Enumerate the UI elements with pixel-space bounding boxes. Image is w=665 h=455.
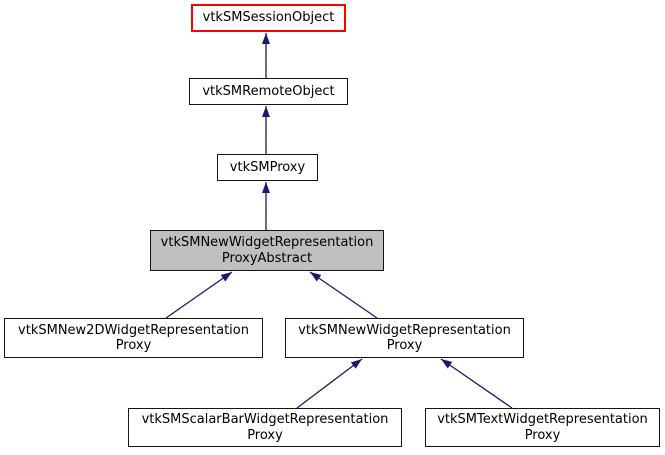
node-label: vtkSMTextWidgetRepresentation	[437, 412, 648, 427]
node-label: vtkSMNew2DWidgetRepresentation	[18, 322, 249, 338]
node-label: vtkSMProxy	[229, 159, 306, 175]
node-label: Proxy	[247, 427, 283, 443]
node-label: Proxy	[115, 338, 152, 353]
edge-newwidget-to-abstract	[309, 271, 378, 319]
node-vtksmtextwidgetrepresentationproxy[interactable]: vtkSMTextWidgetRepresentation Proxy	[425, 408, 660, 447]
node-vtksmproxy[interactable]: vtkSMProxy	[217, 154, 318, 181]
node-vtksmnewwidgetrepresentationproxyabstract[interactable]: vtkSMNewWidgetRepresentation ProxyAbstra…	[150, 230, 384, 271]
node-vtksmscalarbarwidgetrepresentationproxy[interactable]: vtkSMScalarBarWidgetRepresentation Proxy	[128, 408, 402, 447]
node-vtksmsessionobject[interactable]: vtkSMSessionObject	[191, 4, 346, 32]
node-label: vtkSMRemoteObject	[202, 83, 335, 99]
edge-scalarbar-to-newwidget	[296, 358, 363, 409]
node-vtksmremoteobject[interactable]: vtkSMRemoteObject	[189, 78, 348, 105]
edge-text-to-newwidget	[440, 358, 513, 409]
node-label: Proxy	[524, 427, 561, 443]
node-label: Proxy	[386, 338, 423, 353]
node-label: ProxyAbstract	[221, 250, 313, 266]
node-label: vtkSMNewWidgetRepresentation	[298, 322, 511, 338]
node-vtksmnew2dwidgetrepresentationproxy[interactable]: vtkSMNew2DWidgetRepresentation Proxy	[4, 318, 263, 358]
node-vtksmnewwidgetrepresentationproxy[interactable]: vtkSMNewWidgetRepresentation Proxy	[285, 318, 524, 358]
node-label: vtkSMScalarBarWidgetRepresentation	[141, 412, 389, 427]
node-label: vtkSMNewWidgetRepresentation	[160, 235, 374, 250]
node-label: vtkSMSessionObject	[202, 10, 335, 26]
edge-new2d-to-abstract	[165, 271, 233, 319]
